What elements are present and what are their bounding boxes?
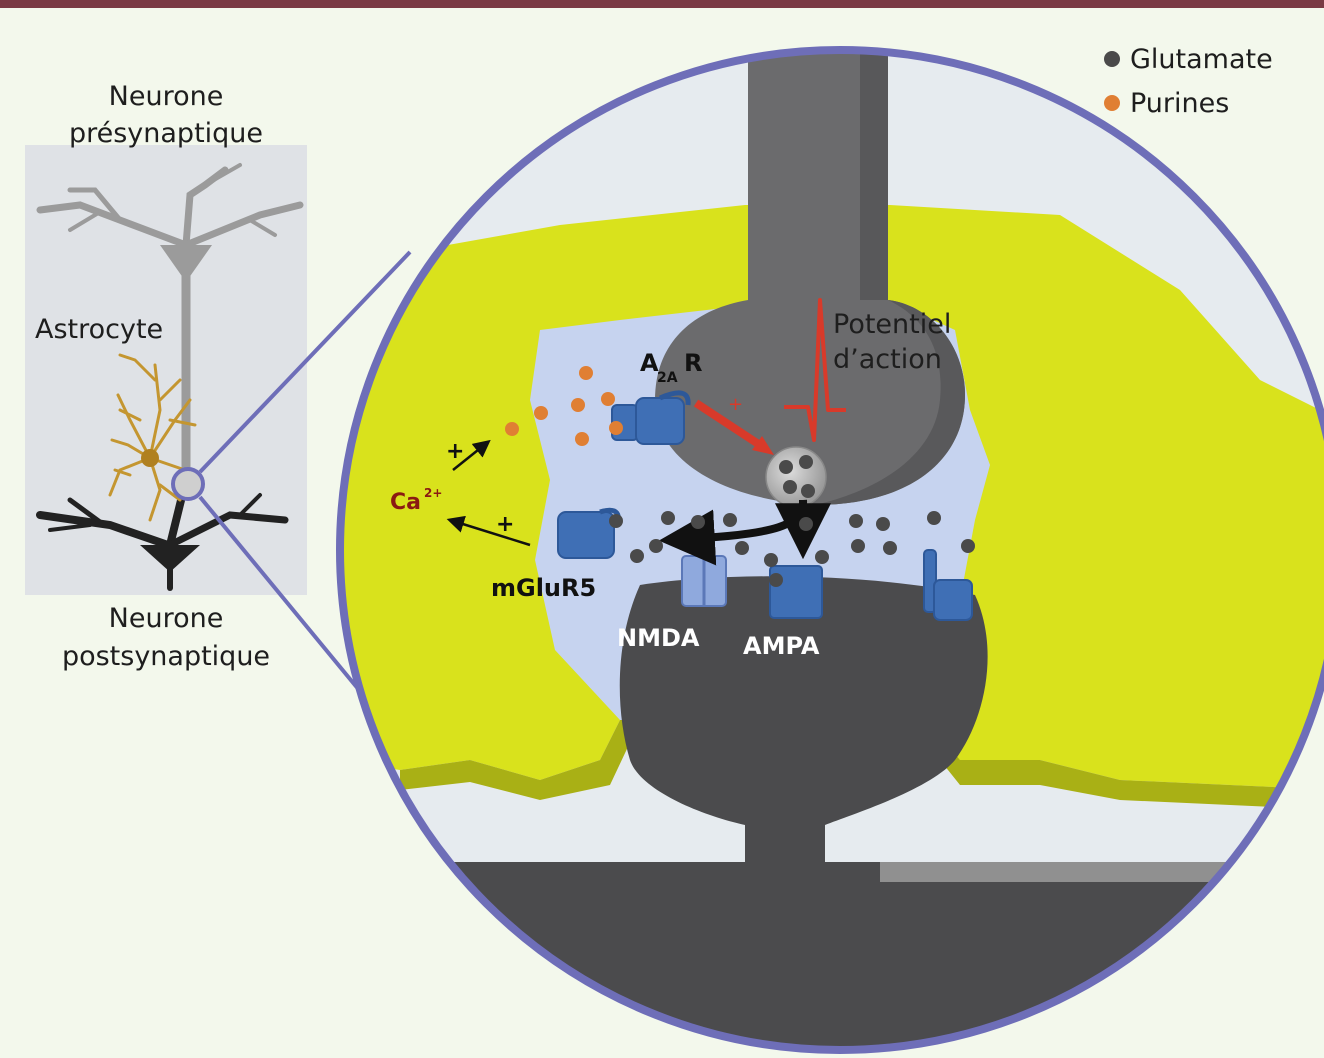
astrocyte-label: Astrocyte [35, 314, 163, 345]
top-frame-bar [0, 0, 1324, 8]
glutamate-dot [661, 511, 675, 525]
postsynaptic-receptor-right [923, 549, 973, 621]
glutamate-dot [851, 539, 865, 553]
purine-dot [575, 432, 589, 446]
ampa-label: AMPA [743, 632, 820, 660]
glutamate-dot [691, 515, 705, 529]
a2a-plus-sign: + [728, 394, 743, 415]
purine-dot [579, 366, 593, 380]
mglur5-plus-sign: + [496, 512, 514, 537]
mglur5-to-calcium-arrow [446, 515, 531, 547]
glutamate-dot [630, 549, 644, 563]
glutamate-dot [769, 573, 783, 587]
purine-dot [601, 392, 615, 406]
glutamate-dot [735, 541, 749, 555]
a2a-label-sub: 2A [657, 370, 678, 386]
overview-panel: Neurone présynaptique Astrocyte Neurone … [25, 81, 307, 672]
glutamate-dot [849, 514, 863, 528]
legend: Glutamate Purines [1104, 44, 1273, 119]
action-potential-label-line2: d’action [833, 344, 942, 375]
glutamate-dot [764, 553, 778, 567]
purine-dots [505, 366, 623, 446]
purine-dot [609, 421, 623, 435]
purine-dot [571, 398, 585, 412]
a2a-label-main: A [640, 349, 659, 377]
glutamate-dot [815, 550, 829, 564]
nmda-receptor [681, 555, 727, 607]
glutamate-dot [779, 460, 793, 474]
glutamate-dot [799, 455, 813, 469]
a2a-label-r: R [684, 349, 702, 377]
glutamate-dot [883, 541, 897, 555]
glutamate-dot [876, 517, 890, 531]
glutamate-dot [723, 513, 737, 527]
presynaptic-bouton [655, 300, 965, 505]
astrocyte-drawing [108, 353, 197, 522]
glutamate-dot [609, 514, 623, 528]
postsynaptic-label-line1: Neurone [109, 603, 224, 634]
postsynaptic-spine [619, 576, 988, 880]
glutamate-dots [609, 455, 975, 587]
zoom-source-circle [171, 467, 205, 501]
postsynaptic-label-line2: postsynaptique [62, 641, 270, 672]
glutamate-dot [801, 484, 815, 498]
legend-glutamate-label: Glutamate [1130, 44, 1273, 75]
legend-purines-dot [1104, 95, 1120, 111]
synaptic-vesicle [765, 446, 827, 508]
action-potential-label-line1: Potentiel [833, 309, 951, 340]
mglur5-label: mGluR5 [491, 574, 596, 602]
glutamate-dot [927, 511, 941, 525]
presynaptic-label-line1: Neurone [109, 81, 224, 112]
a2a-receptor [611, 390, 691, 445]
glutamate-dot [961, 539, 975, 553]
calcium-label: Ca [390, 490, 421, 515]
purine-dot [505, 422, 519, 436]
calcium-charge-label: 2+ [424, 486, 442, 500]
nmda-label: NMDA [617, 624, 700, 652]
zoom-circle-outline [336, 46, 1324, 1054]
presynaptic-neuron-drawing [36, 163, 304, 485]
glutamate-dot [799, 517, 813, 531]
purine-dot [534, 406, 548, 420]
postsynaptic-neuron-drawing [36, 476, 289, 591]
glutamate-dot [783, 480, 797, 494]
ampa-receptor [769, 565, 823, 619]
zoomed-synapse: + A 2A R Potentiel d’action + + Ca 2+ mG… [340, 50, 1324, 1050]
zoom-connector-top [198, 250, 412, 474]
purine-to-calcium-arrow [452, 439, 491, 471]
a2a-facilitation-arrow [693, 399, 766, 451]
glutamate-dot [649, 539, 663, 553]
mglur5-receptor [557, 507, 622, 559]
legend-purines-label: Purines [1130, 88, 1229, 119]
presynaptic-label-line2: présynaptique [69, 118, 263, 149]
purine-plus-sign: + [446, 439, 464, 464]
action-potential-trace [784, 298, 846, 442]
legend-glutamate-dot [1104, 51, 1120, 67]
